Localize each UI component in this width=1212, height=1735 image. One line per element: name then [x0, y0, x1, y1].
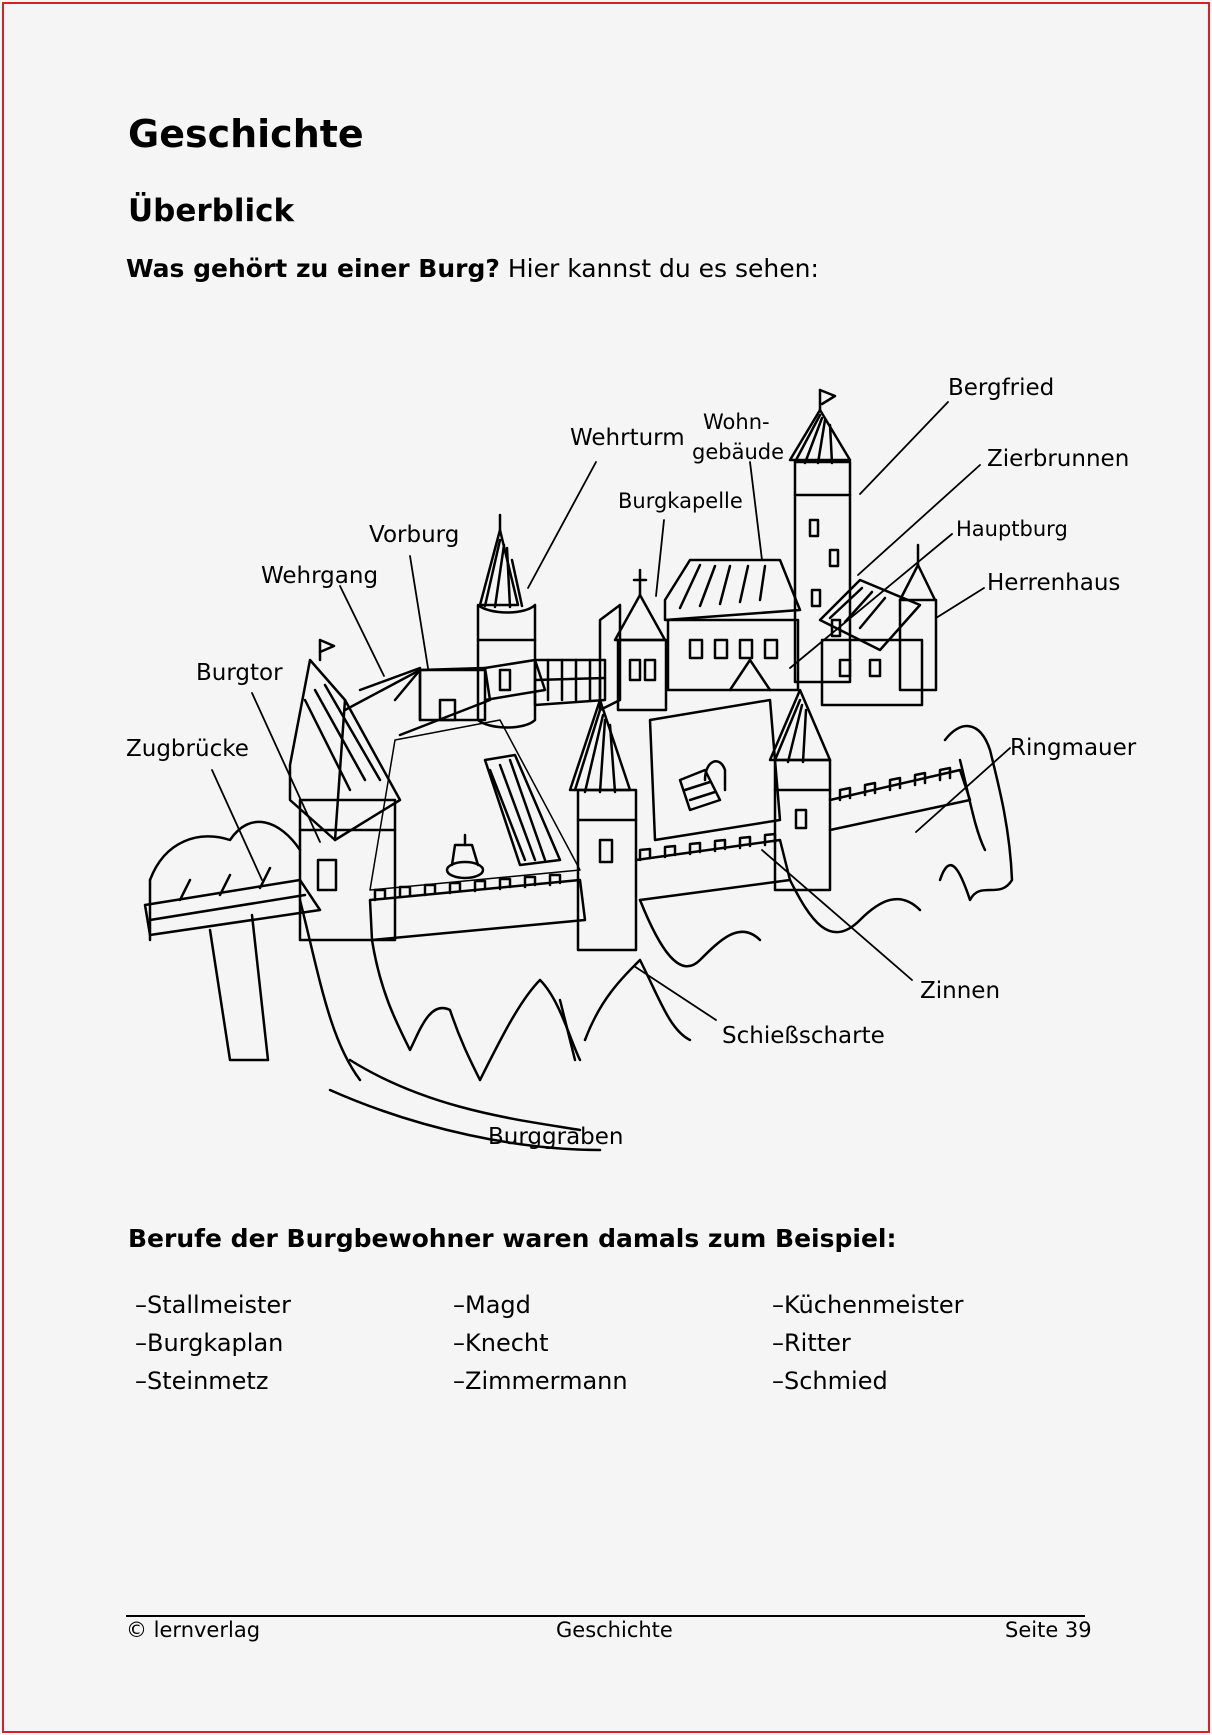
intro-question: Was gehört zu einer Burg? [126, 254, 500, 283]
label-burgtor: Burgtor [196, 660, 283, 686]
label-hauptburg: Hauptburg [956, 517, 1068, 541]
label-bergfried: Bergfried [948, 375, 1055, 401]
label-schiessscharte: Schießscharte [722, 1023, 885, 1049]
footer-copyright: © lernverlag [126, 1618, 261, 1642]
job-item: –Zimmermann [453, 1367, 628, 1395]
job-item: –Magd [453, 1291, 531, 1319]
job-item: –Ritter [772, 1329, 851, 1357]
intro-rest: Hier kannst du es sehen: [499, 254, 819, 283]
label-ringmauer: Ringmauer [1010, 735, 1137, 761]
footer-page-number: Seite 39 [1005, 1618, 1092, 1642]
label-burgkapelle: Burgkapelle [618, 489, 743, 513]
job-item: –Schmied [772, 1367, 888, 1395]
label-vorburg: Vorburg [369, 522, 460, 548]
jobs-column-3: –Küchenmeister –Ritter –Schmied [772, 1286, 964, 1400]
job-item: –Knecht [453, 1329, 549, 1357]
label-zugbruecke: Zugbrücke [126, 736, 249, 762]
section-title: Überblick [128, 193, 295, 229]
label-herrenhaus: Herrenhaus [987, 570, 1121, 596]
job-item: –Stallmeister [135, 1291, 292, 1319]
job-item: –Küchenmeister [772, 1291, 964, 1319]
label-burggraben: Burggraben [488, 1124, 624, 1150]
jobs-heading: Berufe der Burgbewohner waren damals zum… [128, 1224, 897, 1253]
job-item: –Burgkaplan [135, 1329, 284, 1357]
job-item: –Steinmetz [135, 1367, 269, 1395]
label-zierbrunnen: Zierbrunnen [987, 446, 1130, 472]
page-title: Geschichte [128, 112, 364, 156]
label-wohngebaeude-1: Wohn- [703, 410, 770, 434]
jobs-column-2: –Magd –Knecht –Zimmermann [453, 1286, 628, 1400]
label-wehrgang: Wehrgang [261, 563, 379, 589]
label-zinnen: Zinnen [920, 978, 1001, 1004]
label-wohngebaeude-2: gebäude [692, 440, 785, 464]
footer-section: Geschichte [556, 1618, 673, 1642]
label-wehrturm: Wehrturm [570, 425, 685, 451]
footer-rule [126, 1615, 1085, 1617]
intro-text: Was gehört zu einer Burg? Hier kannst du… [126, 254, 819, 283]
jobs-column-1: –Stallmeister –Burgkaplan –Steinmetz [135, 1286, 291, 1400]
